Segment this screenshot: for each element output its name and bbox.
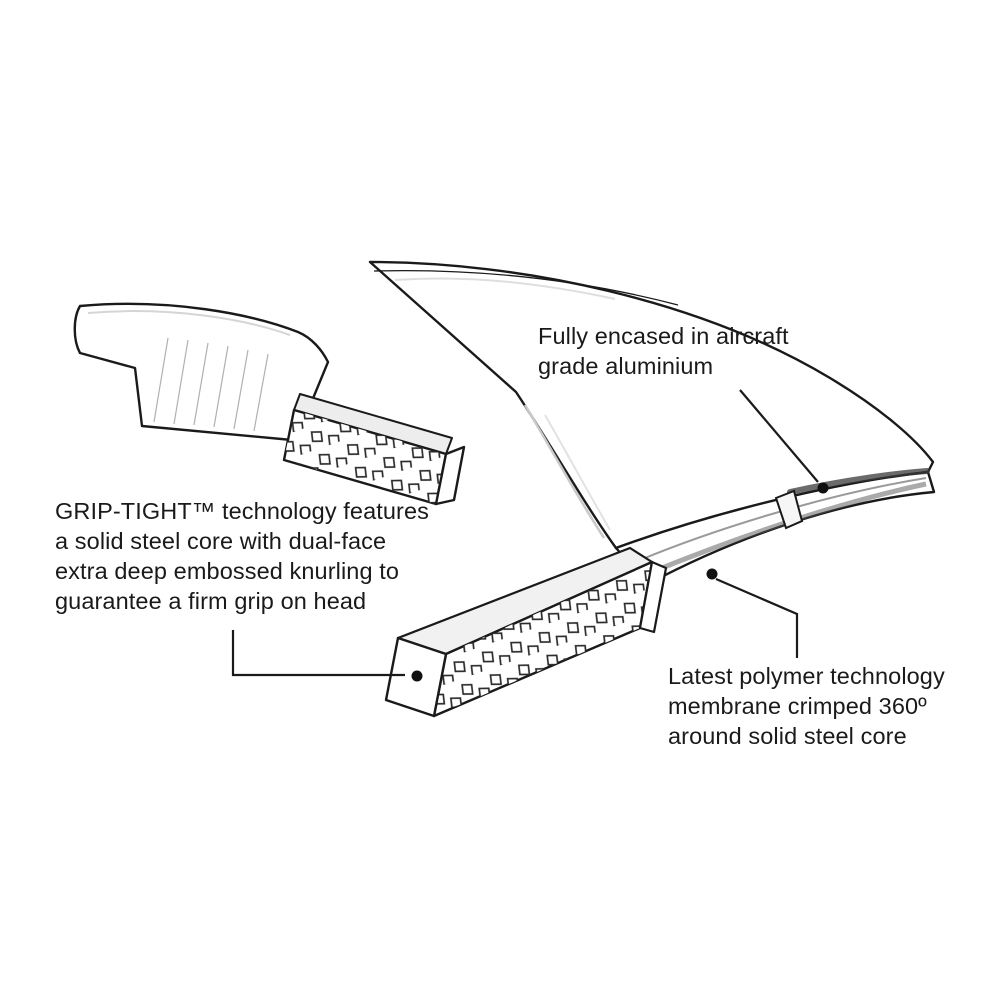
aluminium-shell-section <box>73 302 466 506</box>
leader-line-polymer <box>715 577 799 658</box>
callout-line: GRIP-TIGHT™ technology features <box>55 498 430 524</box>
knurled-steel-core-bar <box>384 546 668 718</box>
callout-line: a solid steel core with dual-face <box>55 528 387 554</box>
callout-aluminium: Fully encased in aircraft grade aluminiu… <box>538 321 789 381</box>
callout-line: grade aluminium <box>538 353 714 379</box>
callout-polymer: Latest polymer technology membrane crimp… <box>668 661 945 751</box>
knurl-texture <box>284 410 446 504</box>
hoop-top-surface <box>368 260 935 550</box>
core-end-cap <box>434 445 466 506</box>
callout-line: around solid steel core <box>668 723 907 749</box>
callout-grip-tight: GRIP-TIGHT™ technology features a solid … <box>55 496 429 616</box>
callout-line: Fully encased in aircraft <box>538 323 789 349</box>
callout-line: guarantee a firm grip on head <box>55 588 367 614</box>
shell-hatching <box>153 337 269 432</box>
callout-dot-grip-tight-icon <box>411 670 423 682</box>
aluminium-band <box>614 468 936 586</box>
callout-line: extra deep embossed knurling to <box>55 558 400 584</box>
rim-edge-line <box>373 269 679 306</box>
leader-line-grip-tight <box>231 630 405 677</box>
callout-dot-polymer-icon <box>706 568 718 580</box>
leader-line-aluminium <box>739 389 819 483</box>
core-end-cap <box>638 560 668 634</box>
callout-line: Latest polymer technology <box>668 663 945 689</box>
knurl-texture <box>434 562 652 716</box>
callout-line: membrane crimped 360º <box>668 693 927 719</box>
callout-dot-aluminium-icon <box>817 482 829 494</box>
band-segment-joint <box>774 489 804 530</box>
